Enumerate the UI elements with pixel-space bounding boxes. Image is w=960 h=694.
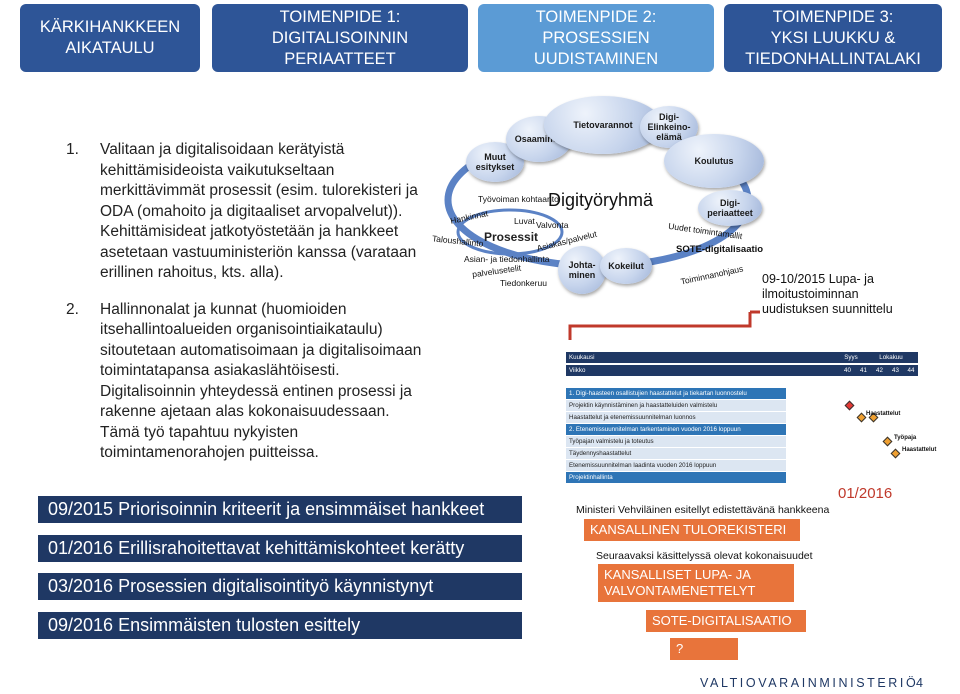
gantt-header-months: Kuukausi <box>566 352 918 363</box>
list-number: 2. <box>66 300 79 318</box>
milestone-diamond <box>856 412 867 423</box>
gantt-week: 41 <box>860 367 867 374</box>
box-lupa-valvonta: KANSALLISET LUPA- JA VALVONTAMENETTELYT <box>598 564 794 602</box>
list-item: 1. Valitaan ja digitalisoidaan kerätyist… <box>66 140 426 284</box>
box-question: ? <box>670 638 738 660</box>
list-item: 2. Hallinnonalat ja kunnat (huomioiden i… <box>66 300 426 464</box>
date-label: 01/2016 <box>838 485 893 502</box>
milestone-diamond <box>844 400 855 411</box>
tab-toimenpide-2[interactable]: TOIMENPIDE 2: PROSESSIEN UUDISTAMINEN <box>478 4 714 72</box>
list-number: 1. <box>66 141 79 158</box>
gantt-task-row: Työpajan valmistelu ja toteutus <box>566 436 786 447</box>
label-tyovoiman-kohtaanto: Työvoiman kohtaanto <box>478 194 559 204</box>
tab-toimenpide-1[interactable]: TOIMENPIDE 1: DIGITALISOINNIN PERIAATTEE… <box>212 4 468 72</box>
bubble-koulutus: Koulutus <box>664 134 764 188</box>
gantt-section-row: 1. Digi-haasteen osallistujien haastatte… <box>566 388 786 399</box>
footer-org: VALTIOVARAINMINISTERIÖ <box>700 676 919 690</box>
gantt-section-row: 2. Etenemissuunnitelman tarkentaminen vu… <box>566 424 786 435</box>
box-kansallinen-tulorekisteri: KANSALLINEN TULOREKISTERI <box>584 519 800 541</box>
label-valvonta: Valvonta <box>536 220 569 230</box>
timeline-item: 09/2015 Priorisoinnin kriteerit ja ensim… <box>38 496 522 523</box>
gantt-task-row: Etenemissuunnitelman laadinta vuoden 201… <box>566 460 786 471</box>
gantt-task-row: Haastattelut ja etenemissuunnitelman luo… <box>566 412 786 423</box>
gantt-task-row: Projektin käynnistäminen ja haastattelui… <box>566 400 786 411</box>
timeline-item: 09/2016 Ensimmäisten tulosten esittely <box>38 612 522 639</box>
tab-karkihankkeen-aikataulu[interactable]: KÄRKIHANKKEEN AIKATAULU <box>20 4 200 72</box>
tab-toimenpide-3[interactable]: TOIMENPIDE 3: YKSI LUUKKU & TIEDONHALLIN… <box>724 4 942 72</box>
label-sote-digitalisaatio: SOTE-digitalisaatio <box>676 244 764 255</box>
page-number: 4 <box>916 676 923 690</box>
gantt-header-weeks: Viikko <box>566 365 918 376</box>
label-luvat: Luvat <box>514 216 535 226</box>
milestone-label: Haastattelut <box>866 411 901 417</box>
gantt-task-row: Täydennyshaastattelut <box>566 448 786 459</box>
gantt-week: 40 <box>844 367 851 374</box>
prosessit-label: Prosessit <box>484 230 539 244</box>
bubble-digiperiaatteet: Digi- periaatteet <box>698 190 762 226</box>
next-line: Seuraavaksi käsittelyssä olevat kokonais… <box>596 550 813 562</box>
list-text: Valitaan ja digitalisoidaan kerätyistä k… <box>100 141 418 281</box>
action-list: 1. Valitaan ja digitalisoidaan kerätyist… <box>66 140 426 480</box>
gantt-week: 44 <box>907 367 915 374</box>
milestone-label: Työpaja <box>894 435 917 441</box>
gantt-week: 43 <box>892 367 899 374</box>
milestone-diamond <box>882 436 893 447</box>
bubble-digi-elinkeinoelama: Digi- Elinkeino- elämä <box>640 106 698 148</box>
minister-line: Ministeri Vehviläinen esitellyt edistett… <box>576 504 830 516</box>
label-tiedonkeruu: Tiedonkeruu <box>500 278 547 288</box>
digityoryhma-diagram: Digityöryhmä Prosessit Muut esitykset Os… <box>428 96 768 296</box>
bubble-johtaminen: Johta- minen <box>558 246 606 294</box>
gantt-month-syys: Syys <box>844 354 858 361</box>
timeline-item: 01/2016 Erillisrahoitettavat kehittämisk… <box>38 535 522 562</box>
gantt-section-row: Projektinhallinta <box>566 472 786 483</box>
diagram-title: Digityöryhmä <box>548 190 654 210</box>
list-text: Hallinnonalat ja kunnat (huomioiden itse… <box>100 300 422 462</box>
gantt-chart: Kuukausi Syys Lokakuu Viikko 40 41 42 43… <box>566 352 936 483</box>
bubble-kokeilut: Kokeilut <box>600 248 652 284</box>
milestone-diamond <box>890 448 901 459</box>
timeline-item: 03/2016 Prosessien digitalisointityö käy… <box>38 573 522 600</box>
bubble-muut-esitykset: Muut esitykset <box>466 142 524 182</box>
gantt-month-lokakuu: Lokakuu <box>879 354 903 361</box>
box-sote-digitalisaatio: SOTE-DIGITALISAATIO <box>646 610 806 632</box>
gantt-week: 42 <box>876 367 883 374</box>
milestone-label: Haastattelut <box>902 447 937 453</box>
label-asian-tiedonhallinta: Asian- ja tiedonhallinta <box>464 254 550 264</box>
lupa-ilmoitus-note: 09-10/2015 Lupa- ja ilmoitustoiminnan uu… <box>762 272 893 316</box>
